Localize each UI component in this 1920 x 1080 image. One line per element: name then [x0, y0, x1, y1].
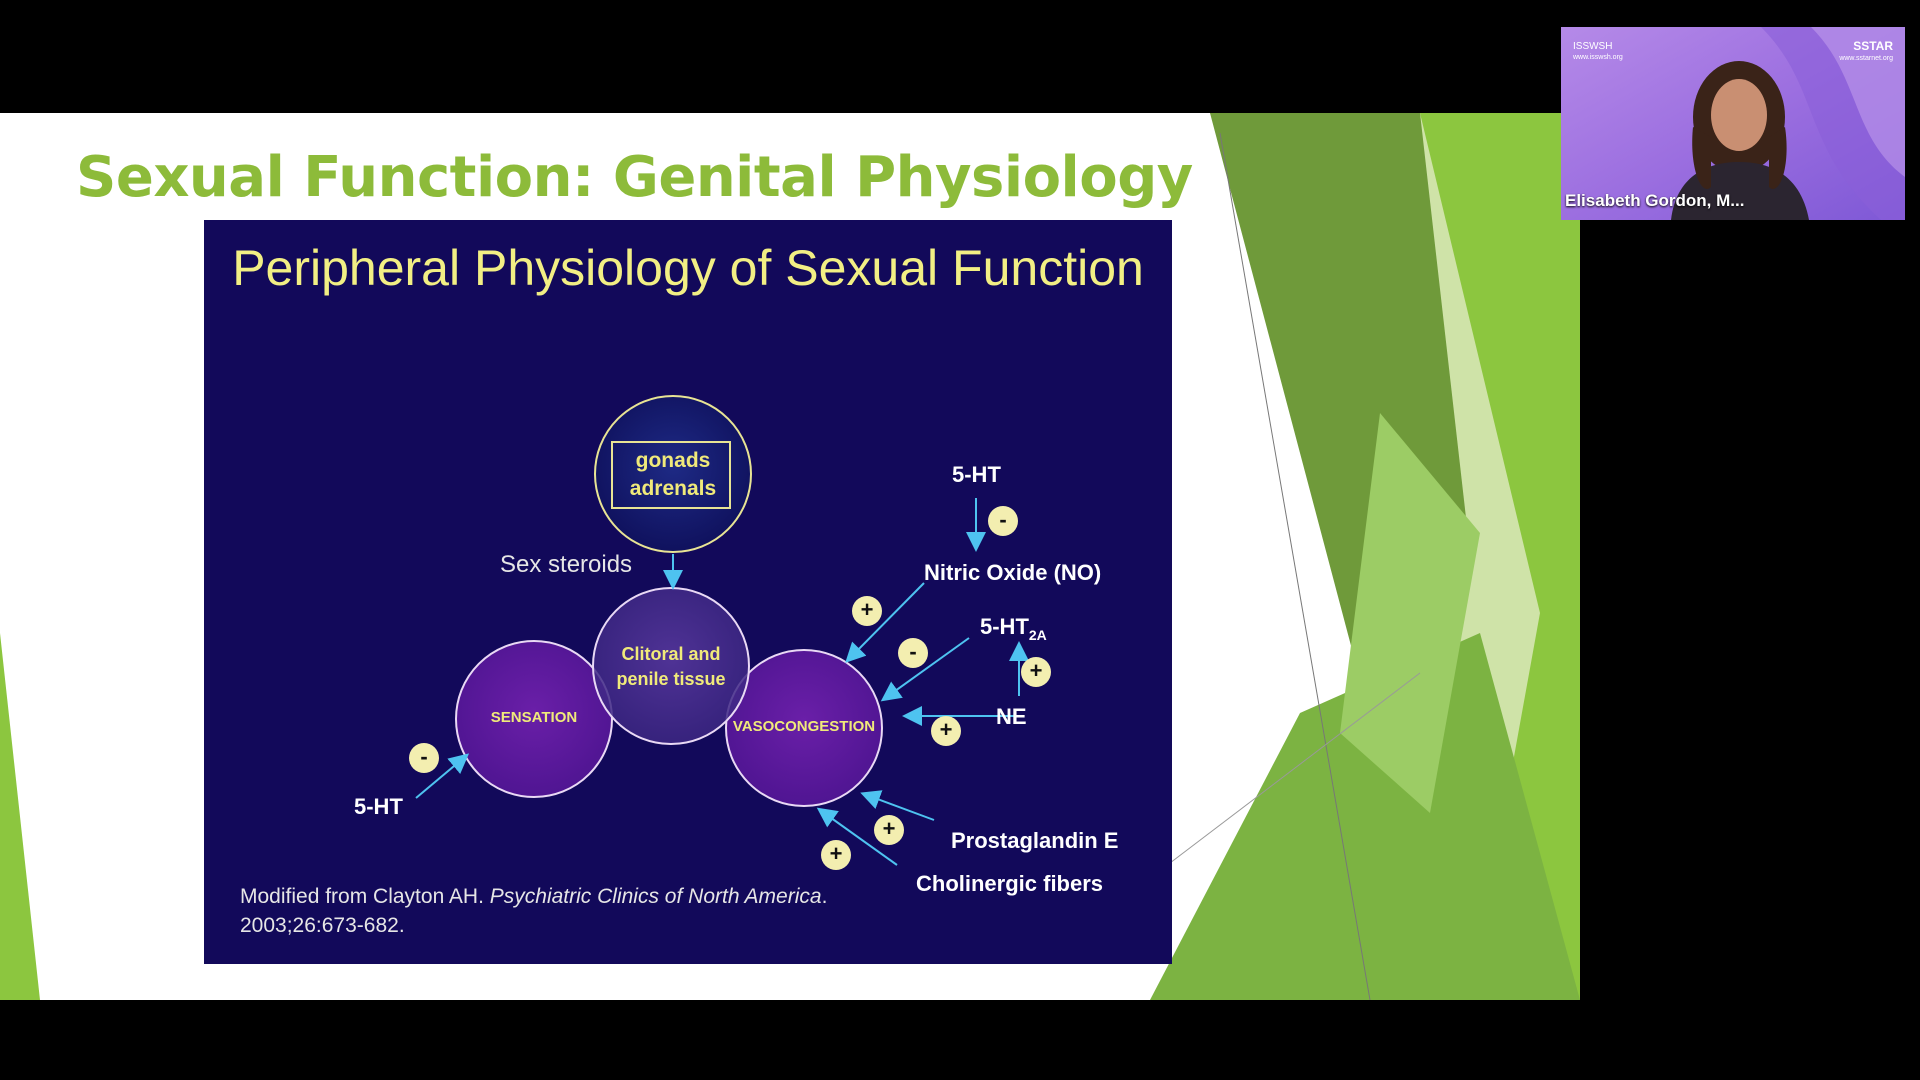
webcam-background [1561, 27, 1905, 220]
presentation-slide: Sexual Function: Genital Physiology [0, 113, 1580, 1000]
isswsh-logo-text: ISSWSH [1573, 41, 1613, 52]
gonads-adrenals-label: gonads adrenals [603, 447, 743, 503]
sign-5ht-bottom: - [409, 743, 439, 773]
tissue-label-line1: Clitoral and [621, 644, 721, 664]
sensation-label: SENSATION [490, 709, 578, 726]
sign-5ht2a-up: + [1021, 657, 1051, 687]
cholinergic-label: Cholinergic fibers [916, 871, 1104, 896]
isswsh-logo: ISSWSH www.isswsh.org [1573, 41, 1623, 63]
sign-prostaglandin: + [874, 815, 904, 845]
sign-5ht-top: - [988, 506, 1018, 536]
webcam-tile[interactable]: ISSWSH www.isswsh.org SSTAR www.sstarnet.o… [1561, 27, 1905, 220]
gonads-adrenals-box [611, 441, 731, 509]
citation-prefix: Modified from Clayton AH. [240, 885, 490, 908]
diagram-svg [415, 395, 1029, 866]
sign-cholinergic: + [821, 840, 851, 870]
sstar-url: www.sstarnet.org [1839, 55, 1893, 62]
cholinergic-arrow [816, 807, 898, 866]
5ht2a-arrow [880, 637, 970, 702]
5ht2a-text: 5-HT [980, 614, 1029, 639]
diagram-title: Peripheral Physiology of Sexual Function [232, 240, 1144, 296]
5ht2a-subscript: 2A [1028, 627, 1047, 643]
sign-nitric-oxide: + [852, 596, 882, 626]
sign-ne: + [931, 716, 961, 746]
5ht-sensation-arrow [415, 753, 470, 799]
sign-5ht2a: - [898, 638, 928, 668]
isswsh-url: www.isswsh.org [1573, 54, 1623, 61]
citation-line1: Modified from Clayton AH. Psychiatric Cl… [240, 882, 827, 911]
citation-line2: 2003;26:673-682. [240, 914, 405, 937]
gonads-adrenals-circle [594, 395, 752, 553]
gonads-label: gonads [635, 449, 711, 472]
presenter-silhouette [1671, 61, 1809, 220]
diagram-image: Peripheral Physiology of Sexual Function… [204, 220, 1172, 964]
prostaglandin-arrow [860, 790, 935, 821]
slide-title: Sexual Function: Genital Physiology [76, 145, 1193, 210]
tissue-label: Clitoral and penile tissue [601, 642, 741, 692]
5ht2a-label: 5-HT2A [980, 614, 1047, 643]
adrenals-label: adrenals [629, 477, 717, 500]
sstar-logo: SSTAR www.sstarnet.org [1839, 39, 1893, 64]
nitric-oxide-label: Nitric Oxide (NO) [924, 560, 1102, 585]
5ht-bottom-label: 5-HT [354, 794, 403, 819]
participant-name: Elisabeth Gordon, M... [1565, 191, 1745, 210]
ne-label: NE [996, 704, 1027, 729]
slide-background-decoration [0, 113, 1580, 1000]
citation-suffix: . [821, 885, 828, 908]
sex-steroids-label: Sex steroids [500, 551, 633, 578]
prostaglandin-label: Prostaglandin E [951, 828, 1119, 853]
vasocongestion-circle [725, 649, 883, 807]
citation: Modified from Clayton AH. Psychiatric Cl… [240, 882, 827, 940]
vasocongestion-label: VASOCONGESTION [732, 718, 876, 735]
citation-journal: Psychiatric Clinics of North America [489, 885, 822, 908]
no-arrow [845, 582, 925, 663]
tissue-label-line2: penile tissue [616, 669, 726, 689]
5ht-top-label: 5-HT [952, 462, 1001, 487]
sstar-logo-text: SSTAR [1853, 39, 1893, 53]
sensation-circle [455, 640, 613, 798]
